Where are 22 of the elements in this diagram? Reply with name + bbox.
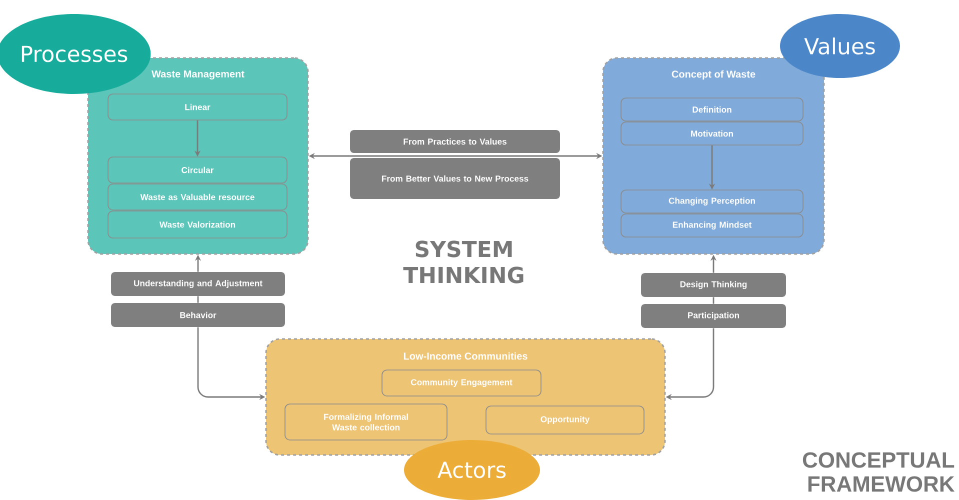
item-box: Opportunity bbox=[486, 406, 644, 434]
item-box: Changing Perception bbox=[620, 190, 804, 214]
item-box: Formalizing Informal Waste collection bbox=[284, 404, 448, 440]
relation-label-box: Behavior bbox=[111, 303, 285, 327]
panel-heading: Concept of Waste bbox=[672, 70, 756, 80]
heading-text: CONCEPTUAL FRAMEWORK bbox=[802, 452, 955, 492]
panel-heading: Low-Income Communities bbox=[404, 352, 528, 360]
item-box: Community Engagement bbox=[382, 370, 542, 396]
relation-label-box: From Better Values to New Process bbox=[350, 158, 560, 199]
relation-label-box: Understanding and Adjustment bbox=[111, 272, 285, 296]
item-box: Linear bbox=[108, 94, 288, 120]
item-box: Waste as Valuable resource bbox=[108, 184, 288, 210]
item-box: Definition bbox=[620, 98, 804, 122]
item-box: Circular bbox=[108, 156, 288, 184]
heading-text: SYSTEM THINKING bbox=[403, 240, 524, 284]
relation-label-box: Participation bbox=[641, 304, 786, 328]
item-box: Enhancing Mindset bbox=[620, 214, 804, 238]
relation-label-box: From Practices to Values bbox=[350, 130, 560, 153]
item-box: Waste Valorization bbox=[108, 210, 288, 238]
panel-heading: Waste Management bbox=[152, 70, 244, 80]
relation-label-box: Design Thinking bbox=[641, 273, 786, 297]
item-box: Motivation bbox=[620, 122, 804, 146]
